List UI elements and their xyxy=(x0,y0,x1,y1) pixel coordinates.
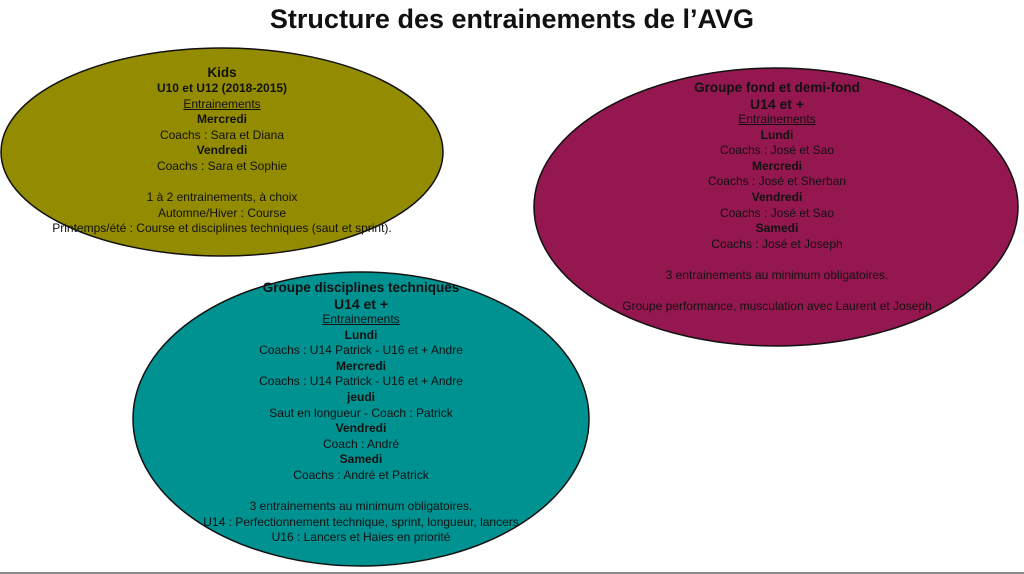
line-label: U14 et + xyxy=(749,96,805,112)
spacer xyxy=(151,484,571,500)
line-label: U14 et + xyxy=(333,296,389,312)
line-text: Coachs : U14 Patrick - U16 et + Andre xyxy=(259,343,463,358)
line-label: Samedi xyxy=(755,221,799,236)
line-text: Coachs : José et Sao xyxy=(719,143,835,158)
techniques-ellipse xyxy=(132,271,590,567)
line-text: 3 entrainements au minimum obligatoires. xyxy=(665,267,889,282)
bottom-divider xyxy=(0,572,1024,574)
line-text: 1 à 2 entrainements, à choix xyxy=(146,190,298,205)
line-label: Samedi xyxy=(339,452,383,467)
line-text: Groupe performance, musculation avec Lau… xyxy=(622,299,932,314)
section-heading: Entrainements xyxy=(738,112,816,126)
line-text: Coach : André xyxy=(322,436,400,451)
section-heading: Entrainements xyxy=(183,96,261,111)
group-title: Groupe disciplines techniques xyxy=(262,280,460,295)
line-text: Coachs : André et Patrick xyxy=(293,467,429,482)
line-text: Automne/Hiver : Course xyxy=(157,205,287,220)
line-label: Lundi xyxy=(760,127,794,142)
line-text: Coachs : Sara et Sophie xyxy=(156,158,288,173)
line-text: Printemps/été : Course et disciplines te… xyxy=(52,221,392,236)
line-text: Coachs : U14 Patrick - U16 et + Andre xyxy=(259,374,463,389)
line-text: Saut en longueur - Coach : Patrick xyxy=(269,405,453,420)
line-label: Mercredi xyxy=(751,158,803,173)
line-label: Vendredi xyxy=(196,143,248,158)
line-label: Lundi xyxy=(344,327,378,342)
line-label: Mercredi xyxy=(196,112,248,127)
group-title: Groupe fond et demi-fond xyxy=(694,80,860,95)
line-label: Vendredi xyxy=(751,189,803,204)
line-text: Coachs : José et Sao xyxy=(719,205,835,220)
page-title: Structure des entrainements de l’AVG xyxy=(269,4,755,34)
kids-ellipse xyxy=(0,47,444,257)
line-text: Coachs : José et Sherban xyxy=(707,174,847,189)
line-text: U14 : Perfectionnement technique, sprint… xyxy=(203,514,519,529)
line-text: U16 : Lancers et Haies en priorité xyxy=(271,530,451,545)
line-label: Vendredi xyxy=(335,421,387,436)
spacer xyxy=(567,284,987,300)
line-text: 3 entrainements au minimum obligatoires. xyxy=(249,499,473,514)
group-title: Kids xyxy=(207,65,237,80)
spacer xyxy=(567,252,987,268)
line-text: Coachs : José et Joseph xyxy=(711,236,843,251)
line-label: jeudi xyxy=(346,389,375,404)
line-label: U10 et U12 (2018-2015) xyxy=(156,81,288,95)
spacer xyxy=(50,175,395,191)
line-label: Mercredi xyxy=(335,358,387,373)
section-heading: Entrainements xyxy=(322,312,400,326)
fond-ellipse xyxy=(533,67,1019,347)
line-text: Coachs : Sara et Diana xyxy=(159,127,285,142)
